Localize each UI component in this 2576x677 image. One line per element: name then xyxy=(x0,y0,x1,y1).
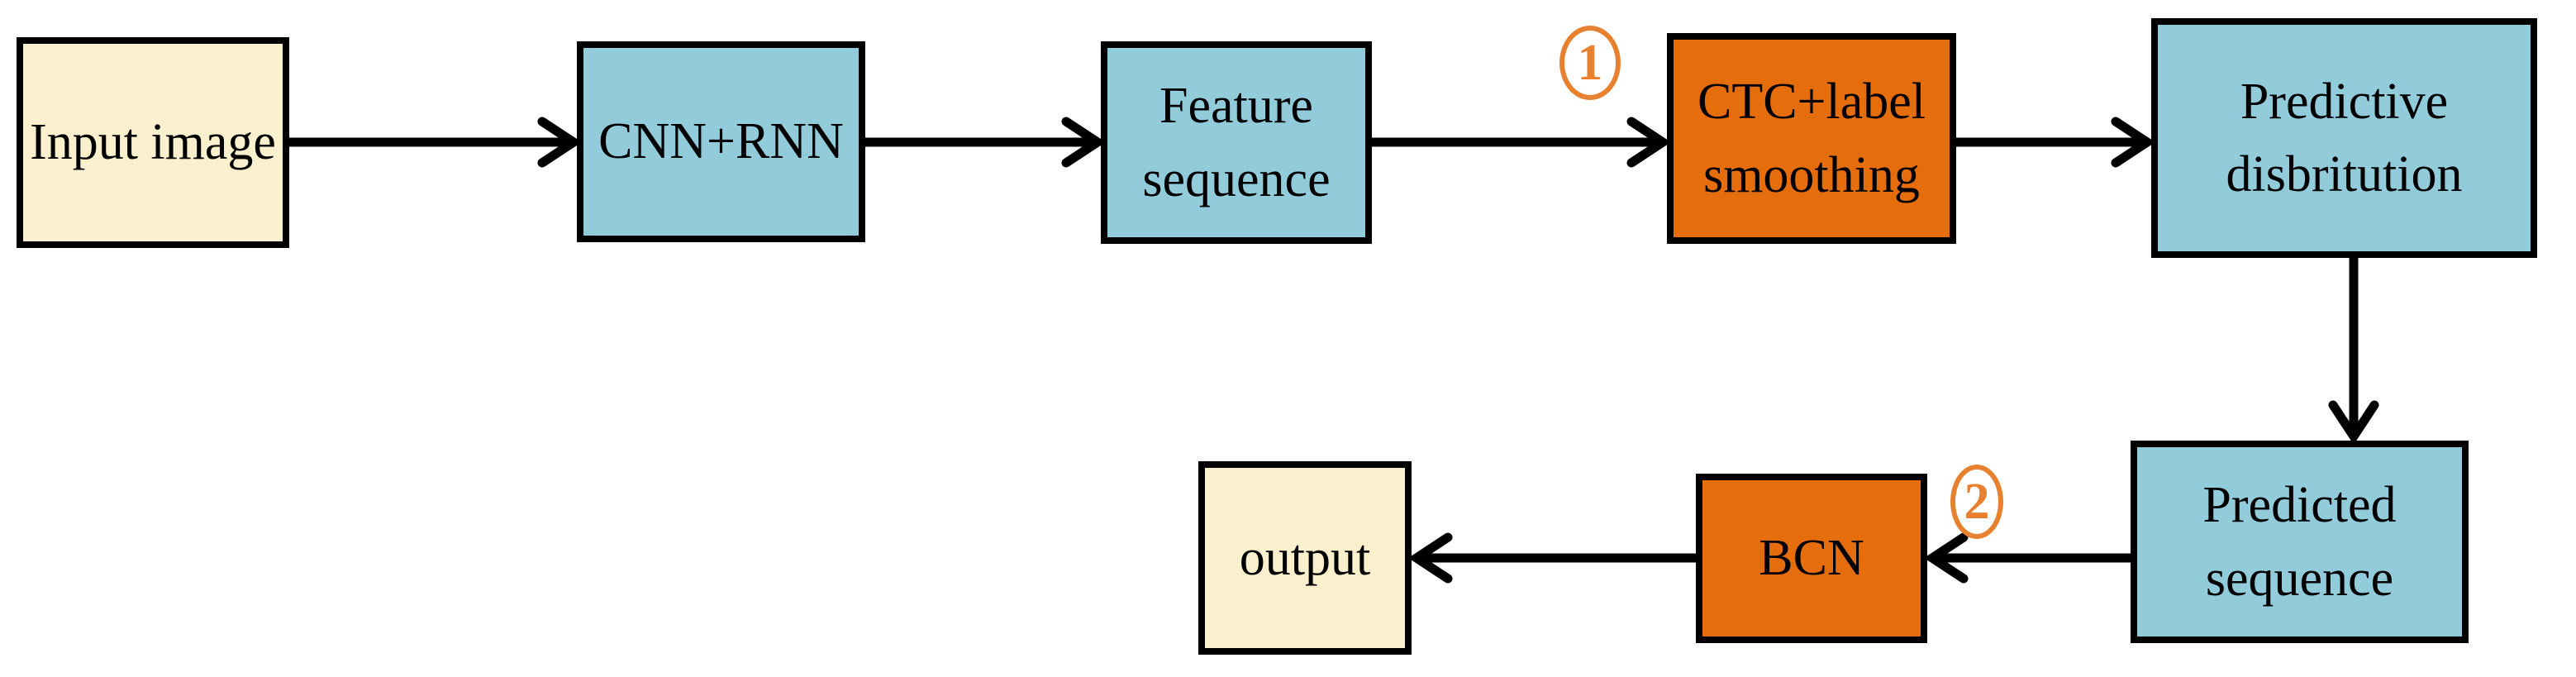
node-predicted-sequence-label: Predicted sequence xyxy=(2202,477,2397,607)
node-ctc-label-smoothing: CTC+label smoothing xyxy=(1667,33,1956,244)
node-cnn-rnn-label: CNN+RNN xyxy=(598,113,844,170)
node-cnn-rnn: CNN+RNN xyxy=(577,41,865,242)
annotation-circle-2-number: 2 xyxy=(1964,473,1990,530)
node-input-image: Input image xyxy=(17,37,289,248)
node-predicted-sequence: Predicted sequence xyxy=(2131,441,2469,643)
node-ctc-label-smoothing-label: CTC+label smoothing xyxy=(1697,74,1926,203)
node-bcn: BCN xyxy=(1696,474,1927,643)
annotation-circle-2: 2 xyxy=(1950,465,2003,539)
node-feature-sequence: Feature sequence xyxy=(1101,41,1372,244)
node-input-image-label: Input image xyxy=(30,114,276,171)
node-output-label: output xyxy=(1239,529,1371,586)
annotation-circle-1-number: 1 xyxy=(1577,34,1603,91)
node-predictive-disbritution: Predictive disbritution xyxy=(2151,18,2537,258)
annotation-circle-1: 1 xyxy=(1559,26,1621,100)
node-bcn-label: BCN xyxy=(1759,530,1864,587)
node-predictive-disbritution-label: Predictive disbritution xyxy=(2226,73,2463,203)
node-feature-sequence-label: Feature sequence xyxy=(1142,78,1331,207)
node-output: output xyxy=(1198,461,1412,655)
